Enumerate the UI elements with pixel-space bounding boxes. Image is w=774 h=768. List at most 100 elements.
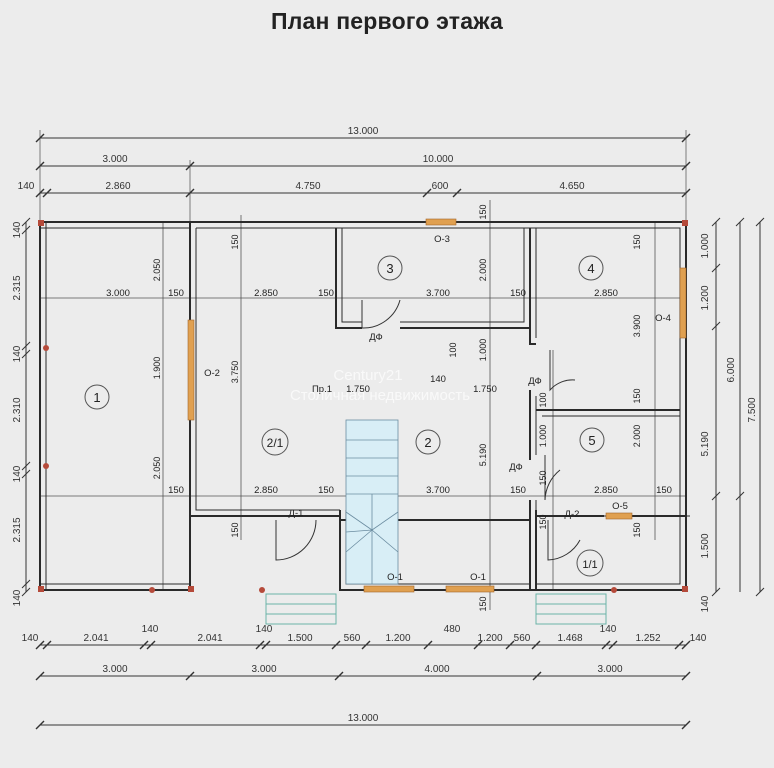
right-dimensions bbox=[711, 217, 765, 597]
dim-bot-1468: 1.468 bbox=[557, 633, 582, 644]
int-v-1000-a: 1.000 bbox=[478, 339, 488, 362]
room-2-1-label: 2/1 bbox=[267, 436, 284, 450]
dim-left-140-d: 140 bbox=[12, 589, 23, 606]
dim-right-7500: 7.500 bbox=[747, 397, 758, 422]
dim-bot-1200-a: 1.200 bbox=[385, 633, 410, 644]
marker-d2: Д-2 bbox=[565, 509, 580, 520]
dim-bot-1252: 1.252 bbox=[635, 633, 660, 644]
dim-bot2-4000: 4.000 bbox=[424, 664, 449, 675]
left-dimensions bbox=[21, 217, 31, 597]
dim-left-2310: 2.310 bbox=[12, 397, 23, 422]
int-bot-2850-b: 2.850 bbox=[594, 485, 618, 496]
dim-bot-560-a: 560 bbox=[344, 633, 361, 644]
watermark-line-1: Century21 bbox=[333, 367, 402, 384]
dim-right-1500: 1.500 bbox=[700, 533, 711, 558]
dim-bot-2041-b: 2.041 bbox=[197, 633, 222, 644]
dim-bot3-total: 13.000 bbox=[348, 713, 379, 724]
top-dimensions bbox=[35, 130, 691, 225]
dim-top-3000: 3.000 bbox=[102, 154, 127, 165]
dim-bot-1500: 1.500 bbox=[287, 633, 312, 644]
dim-right-5190: 5.190 bbox=[700, 431, 711, 456]
marker-o3: О-3 bbox=[434, 234, 450, 245]
dim-bot2-3000-b: 3.000 bbox=[251, 664, 276, 675]
main-outline bbox=[190, 221, 687, 591]
entry-steps bbox=[265, 593, 607, 625]
int-v-3900: 3.900 bbox=[632, 315, 642, 338]
dim-top-2860: 2.860 bbox=[105, 181, 130, 192]
int-top-3700: 3.700 bbox=[426, 288, 450, 299]
int-bot-150-c: 150 bbox=[510, 485, 526, 496]
int-v-2050-b: 2.050 bbox=[152, 457, 162, 480]
dim-top-600: 600 bbox=[432, 181, 449, 192]
int-top-150-b: 150 bbox=[318, 288, 334, 299]
marker-df-a: ДФ bbox=[369, 332, 382, 343]
dim-bot2-3000-a: 3.000 bbox=[102, 664, 127, 675]
int-bot-150-a: 150 bbox=[168, 485, 184, 496]
int-v-150-f: 150 bbox=[538, 514, 548, 529]
bottom-dimensions bbox=[35, 640, 691, 730]
door-room3 bbox=[361, 299, 401, 329]
dim-top-10000: 10.000 bbox=[423, 154, 454, 165]
int-v-1900: 1.900 bbox=[152, 357, 162, 380]
dim-left-140-c: 140 bbox=[12, 465, 23, 482]
marker-df-b: ДФ bbox=[528, 376, 541, 387]
room-3-label: 3 bbox=[386, 261, 393, 276]
room-4-label: 4 bbox=[587, 261, 594, 276]
dim-bot-480: 480 bbox=[444, 624, 461, 635]
page-title: План первого этажа bbox=[271, 8, 503, 34]
corner-posts bbox=[38, 220, 688, 593]
door-d1 bbox=[275, 519, 317, 561]
int-v-150-d: 150 bbox=[230, 522, 240, 537]
watermark-line-2: Столичная недвижимость bbox=[290, 387, 470, 404]
door-swings bbox=[275, 299, 581, 561]
dim-left-2315-b: 2.315 bbox=[12, 517, 23, 542]
door-room5 bbox=[544, 455, 561, 501]
door-room4 bbox=[549, 350, 576, 392]
marker-1750-a: 1.750 bbox=[346, 384, 370, 395]
int-top-3000: 3.000 bbox=[106, 288, 130, 299]
room-1-walls bbox=[39, 221, 191, 591]
int-bot-2850-a: 2.850 bbox=[254, 485, 278, 496]
windows bbox=[187, 218, 687, 593]
door-d2 bbox=[547, 520, 581, 561]
int-bot-150-b: 150 bbox=[318, 485, 334, 496]
marker-pr1: Пр.1 bbox=[312, 384, 332, 395]
marker-140: 140 bbox=[430, 374, 446, 385]
int-top-150-a: 150 bbox=[168, 288, 184, 299]
dim-top-total: 13.000 bbox=[348, 126, 379, 137]
dim-left-2315-a: 2.315 bbox=[12, 275, 23, 300]
int-bot-3700: 3.700 bbox=[426, 485, 450, 496]
dim-top-140: 140 bbox=[18, 181, 35, 192]
window-o3 bbox=[425, 218, 457, 226]
dim-bot2-3000-c: 3.000 bbox=[597, 664, 622, 675]
room-2-label: 2 bbox=[424, 435, 431, 450]
dim-right-6000: 6.000 bbox=[726, 357, 737, 382]
int-v-150-i: 150 bbox=[538, 470, 548, 485]
int-bot-150-d: 150 bbox=[656, 485, 672, 496]
room-5-label: 5 bbox=[588, 433, 595, 448]
marker-1750-b: 1.750 bbox=[473, 384, 497, 395]
int-v-3750: 3.750 bbox=[230, 361, 240, 384]
int-v-5190: 5.190 bbox=[478, 444, 488, 467]
dim-top-4750: 4.750 bbox=[295, 181, 320, 192]
dim-bot-140-0: 140 bbox=[22, 633, 39, 644]
dim-right-140-b: 140 bbox=[700, 595, 711, 612]
watermark: Century21 Столичная недвижимость bbox=[290, 367, 470, 404]
dim-bot-140-4: 140 bbox=[690, 633, 707, 644]
int-v-100-a: 100 bbox=[448, 342, 458, 357]
window-o5 bbox=[605, 512, 633, 520]
dim-bot-140-2: 140 bbox=[256, 624, 273, 635]
int-v-150-e: 150 bbox=[478, 596, 488, 611]
dim-left-140-a: 140 bbox=[12, 221, 23, 238]
int-top-2850-a: 2.850 bbox=[254, 288, 278, 299]
window-o2 bbox=[187, 319, 195, 421]
int-v-150-c: 150 bbox=[632, 234, 642, 249]
int-v-2050-a: 2.050 bbox=[152, 259, 162, 282]
window-o1-a bbox=[363, 585, 415, 593]
int-top-2850-b: 2.850 bbox=[594, 288, 618, 299]
int-v-150-h: 150 bbox=[632, 388, 642, 403]
marker-o1-a: О-1 bbox=[387, 572, 403, 583]
dim-left-140-b: 140 bbox=[12, 345, 23, 362]
stairs bbox=[345, 419, 399, 585]
